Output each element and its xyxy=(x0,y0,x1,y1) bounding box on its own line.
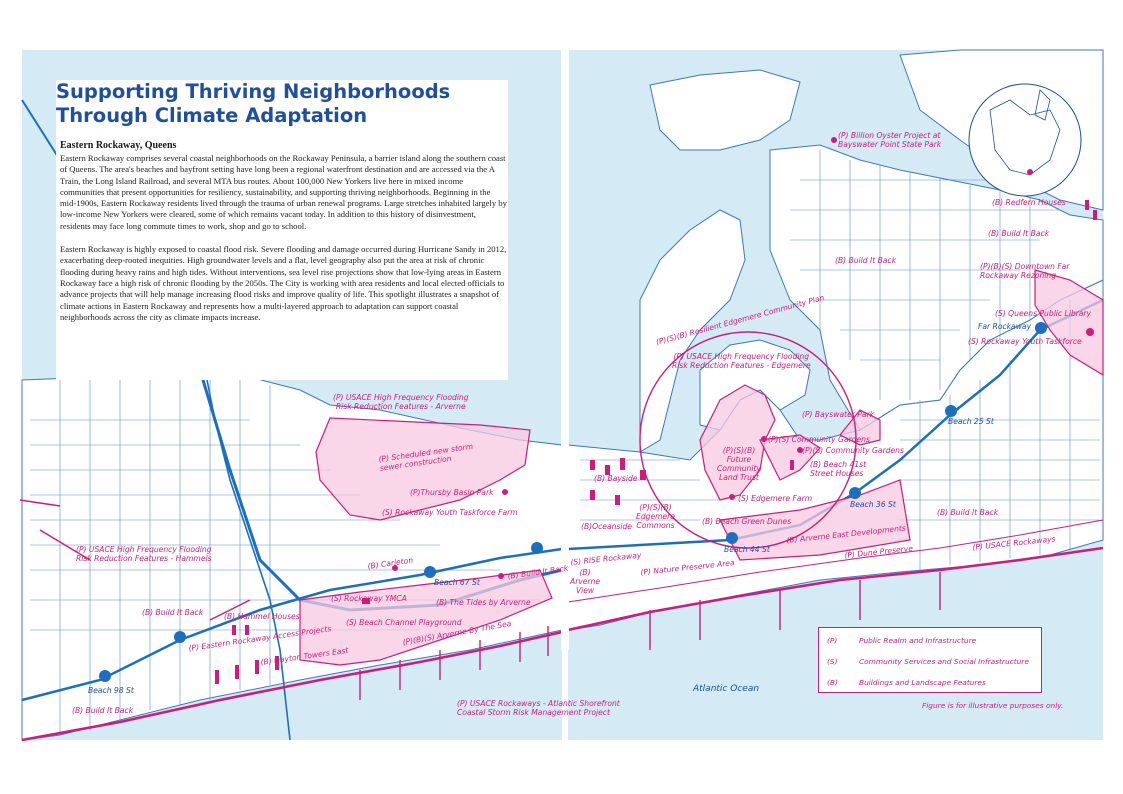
label-build-it-back-west: (B) Build It Back xyxy=(142,608,204,617)
label-oceanside: (B)Oceanside xyxy=(581,522,632,531)
legend-key: (P) xyxy=(827,636,838,645)
label-usace-edgemere: (P) USACE High Frequency Flooding Risk R… xyxy=(672,352,811,370)
label-tides-arverne: (B) The Tides by Arverne xyxy=(436,598,531,607)
ocean-label: Atlantic Ocean xyxy=(693,684,760,694)
label-usace-hammels: (P) USACE High Frequency Flooding Risk R… xyxy=(76,545,212,563)
legend-key: (S) xyxy=(827,657,838,666)
label-community-gardens-2: (P)(S) Community Gardens xyxy=(802,446,904,455)
land-areas xyxy=(21,49,1104,741)
legend-label: Buildings and Landscape Features xyxy=(859,678,986,687)
legend-key: (B) xyxy=(827,678,838,687)
location-subtitle: Eastern Rockaway, Queens xyxy=(60,140,177,151)
station-label-beach-36: Beach 36 St xyxy=(850,500,896,509)
station-label-beach-98: Beach 98 St xyxy=(88,686,134,695)
legend-label: Public Realm and Infrastructure xyxy=(859,636,977,645)
label-beach-green-dunes: (B) Beach Green Dunes xyxy=(702,517,792,526)
legend: (P) Public Realm and Infrastructure (S) Co… xyxy=(818,627,1042,693)
page-title: Supporting Thriving Neighborhoods Throug… xyxy=(56,80,451,127)
legend-label: Community Services and Social Infrastruc… xyxy=(859,657,1029,666)
label-redfern: (B) Redfern Houses xyxy=(992,198,1066,207)
label-beach-41-houses: (B) Beach 41st Street Houses xyxy=(810,460,867,478)
label-queens-library: (S) Queens Public Library xyxy=(995,309,1092,318)
label-beach-channel-playground: (S) Beach Channel Playground xyxy=(346,618,462,627)
label-billion-oyster: (P) Billion Oyster Project at Bayswater … xyxy=(838,131,942,149)
building-markers xyxy=(215,200,1097,684)
intro-panel: Supporting Thriving Neighborhoods Throug… xyxy=(56,80,508,380)
transit-stations xyxy=(99,322,1047,682)
label-bayswater-park: (P) Bayswater Park xyxy=(802,410,875,419)
label-future-land-trust: (P)(S)(B) Future Community Land Trust xyxy=(717,446,761,482)
site-points xyxy=(392,137,1094,579)
label-youth-taskforce-farm: (S) Rockaway Youth Taskforce Farm xyxy=(382,508,518,517)
label-hammel-houses: (B) Hammel Houses xyxy=(224,612,300,621)
label-build-it-back-east: (B) Build It Back xyxy=(937,508,999,517)
legend-item-public-realm: (P) Public Realm and Infrastructure xyxy=(827,636,976,645)
project-areas xyxy=(299,269,1104,666)
label-edgemere-farm: (S) Edgemere Farm xyxy=(738,494,813,503)
illustrative-note: Figure is for illustrative purposes only… xyxy=(922,701,1064,710)
label-edgemere-commons: (P)(S)(B) Edgemere Commons xyxy=(636,503,675,530)
label-usace-atlantic: (P) USACE Rockaways - Atlantic Shorefron… xyxy=(457,699,620,717)
station-label-beach-67: Beach 67 St xyxy=(434,578,480,587)
label-arverne-view: (B) Arverne View xyxy=(570,568,601,595)
jetty-groins xyxy=(359,572,941,700)
label-usace-arverne: (P) USACE High Frequency Flooding Risk R… xyxy=(333,393,469,411)
label-build-it-back-ne: (B) Build It Back xyxy=(988,229,1050,238)
label-youth-taskforce-east: (S) Rockaway Youth Taskforce xyxy=(968,337,1082,346)
label-rockaway-ymca: (S) Rockaway YMCA xyxy=(331,594,407,603)
label-thursby-basin: (P)Thursby Basin Park xyxy=(410,488,494,497)
legend-item-buildings: (B) Buildings and Landscape Features xyxy=(827,678,986,687)
legend-item-community-services: (S) Community Services and Social Infrast… xyxy=(827,657,1029,666)
intro-paragraph: Eastern Rockaway comprises several coast… xyxy=(60,153,507,231)
label-bayside: (B) Bayside xyxy=(594,474,638,483)
station-label-beach-44: Beach 44 St xyxy=(724,545,770,554)
locator-inset xyxy=(968,83,1082,197)
label-community-gardens-1: (P)(S) Community Gardens xyxy=(768,435,870,444)
label-downtown-far-rockaway: (P)(B)(S) Downtown Far Rockaway Rezoning xyxy=(980,262,1070,280)
station-label-far-rockaway: Far Rockaway xyxy=(978,322,1032,331)
label-build-it-back-sw: (B) Build It Back xyxy=(72,706,134,715)
flood-risk-paragraph: Eastern Rockaway is highly exposed to co… xyxy=(60,244,507,322)
page-gutter xyxy=(561,50,569,650)
label-build-it-back-n: (B) Build It Back xyxy=(835,256,897,265)
station-label-beach-25: Beach 25 St xyxy=(948,417,994,426)
